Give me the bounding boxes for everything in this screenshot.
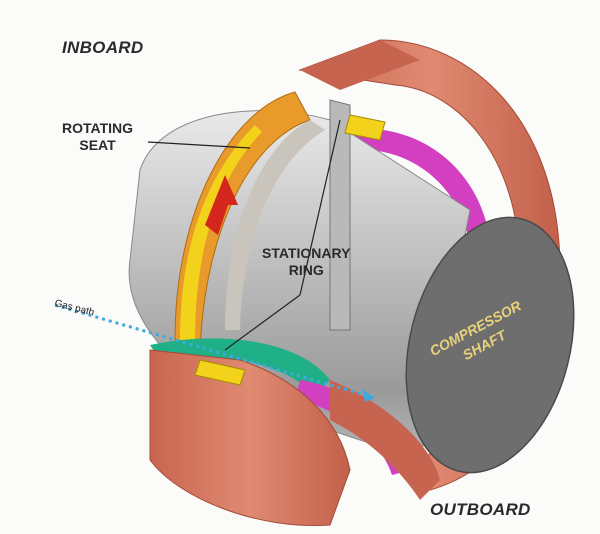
- stationary-ring: [329, 99, 351, 331]
- rotating-seat-leader: [147, 141, 251, 149]
- housing-back: [298, 39, 561, 491]
- stationary-ring-label-line2: RING: [288, 262, 324, 278]
- housing-front-right: [330, 380, 440, 500]
- stationary-ring-label: STATIONARY RING: [262, 245, 350, 279]
- stationary-ring-leader-1: [299, 119, 341, 296]
- yellow-seal-top: [344, 114, 386, 141]
- gas-path-arrowhead: [362, 389, 375, 402]
- inboard-label: INBOARD: [62, 38, 144, 57]
- seat-inner-face: [225, 120, 325, 330]
- housing-top-face: [300, 40, 420, 90]
- housing-front: [149, 349, 351, 527]
- outboard-label: OUTBOARD: [430, 500, 531, 519]
- stationary-ring-leader-2: [224, 294, 301, 351]
- rotating-seat-yellow: [180, 125, 262, 340]
- rotation-arrow-icon: [205, 175, 238, 235]
- rotating-seat-label-line1: ROTATING: [62, 120, 134, 136]
- yellow-seal-piece: [194, 359, 246, 386]
- rotating-seat-label: ROTATING SEAT: [62, 120, 133, 154]
- green-ring-front: [150, 338, 330, 395]
- stationary-ring-label-line1: STATIONARY: [262, 245, 351, 261]
- rotating-seat-label-line2: SEAT: [79, 137, 116, 153]
- shaft-end-face: [405, 216, 575, 474]
